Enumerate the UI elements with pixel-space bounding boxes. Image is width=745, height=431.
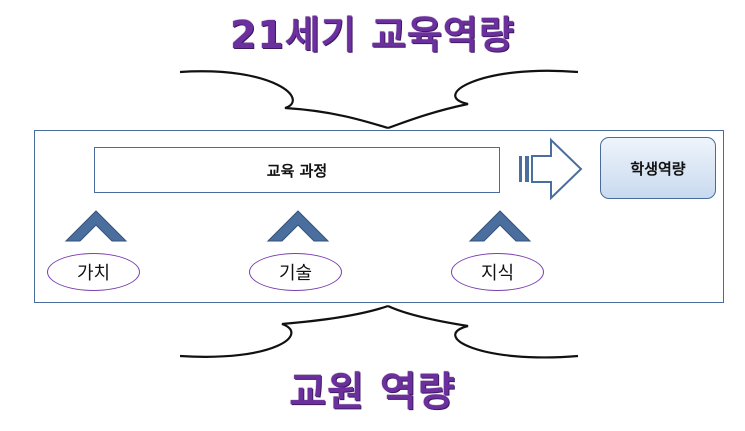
- chevron-up-icon-knowledge: [468, 210, 532, 242]
- chevron-up-icon-skill: [266, 210, 330, 242]
- right-arrow-icon: [519, 137, 583, 201]
- bottom-brace-left: [179, 304, 389, 358]
- competency-label: 학생역량: [630, 159, 686, 178]
- bottom-brace-right: [387, 305, 579, 359]
- foundation-label: 가치: [76, 263, 111, 284]
- curriculum-bar: 교육 과정: [94, 147, 500, 193]
- title-bottom: 교원 역량: [289, 369, 456, 415]
- foundation-oval-skill: 기술: [249, 253, 342, 291]
- top-brace-left: [179, 70, 389, 130]
- foundation-oval-knowledge: 지식: [451, 253, 544, 291]
- chevron-up-icon-value: [64, 210, 128, 242]
- title-top: 21세기 교육역량: [230, 13, 515, 57]
- top-brace-right: [387, 69, 579, 130]
- curriculum-label: 교육 과정: [266, 161, 328, 180]
- foundation-label: 기술: [278, 263, 313, 284]
- foundation-oval-value: 가치: [47, 253, 140, 291]
- foundation-label: 지식: [480, 263, 515, 284]
- student-competency-box: 학생역량: [600, 137, 716, 199]
